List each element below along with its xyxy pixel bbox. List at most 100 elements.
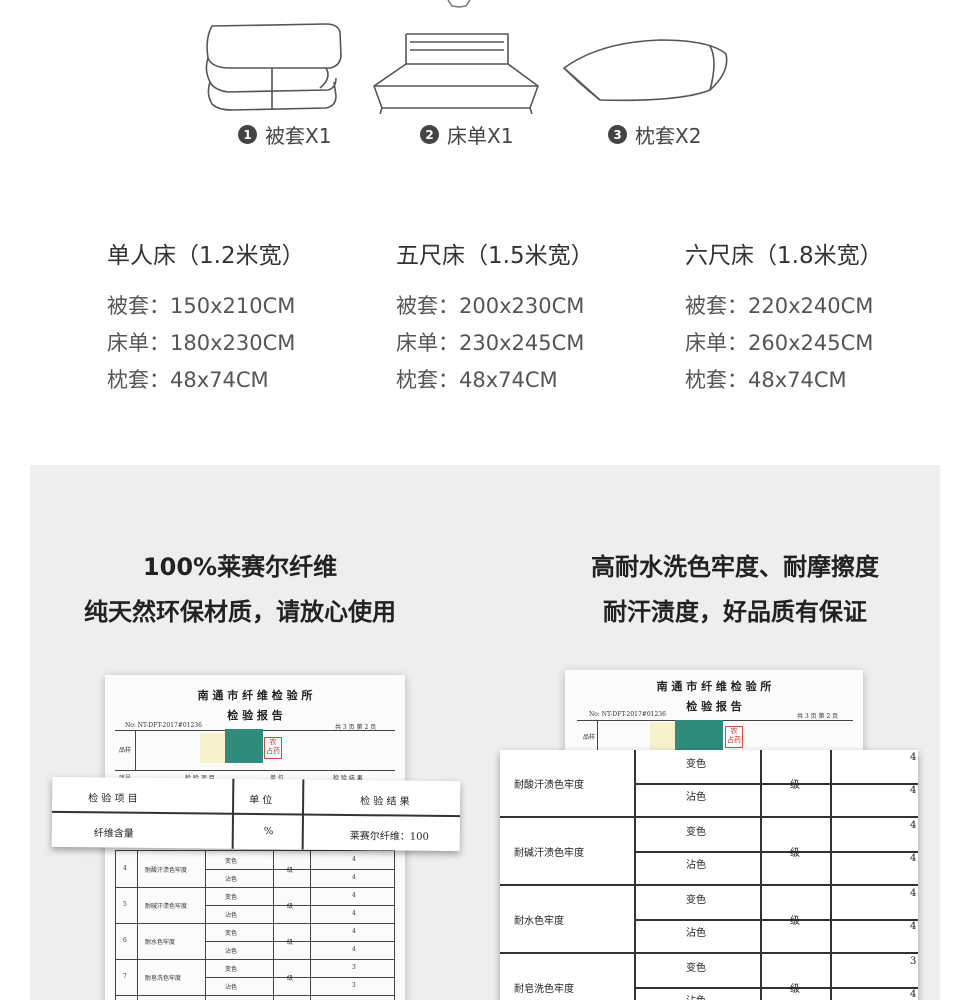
report-title: 检 验 报 告	[686, 700, 742, 713]
row-divider	[634, 987, 918, 989]
fastness-value: 4	[910, 853, 917, 864]
report-page: 共 3 页 第 2 页	[335, 724, 377, 731]
report-value: 3	[352, 982, 356, 989]
fabric-sample	[225, 729, 263, 763]
claim-line: 耐汗渍度，好品质有保证	[603, 598, 867, 626]
row-divider	[115, 887, 395, 888]
set-item-duvet: 1 被套X1	[238, 120, 331, 149]
row-divider	[634, 851, 918, 853]
report-institute: 南 通 市 纤 维 检 验 所	[656, 680, 772, 693]
report-item: 耐碱汗渍色牢度	[145, 903, 188, 910]
report-title: 检 验 报 告	[227, 709, 283, 722]
report-value: 4	[352, 874, 356, 881]
fastness-value: 4	[910, 752, 917, 763]
test-report-section: 100%莱赛尔纤维 纯天然环保材质，请放心使用 高耐水洗色牢度、耐摩擦度 耐汗渍…	[30, 465, 940, 1000]
fastness-value: 3	[910, 956, 917, 967]
size-duvet: 被套：220x240CM	[685, 294, 874, 318]
claim-line: 纯天然环保材质，请放心使用	[84, 598, 396, 626]
fastness-unit: 级	[790, 916, 800, 927]
fastness-value: 4	[910, 989, 917, 1000]
strip-col-result: 检 验 结 果	[360, 796, 410, 808]
number-badge: 2	[420, 125, 439, 144]
report-sub-item: 沾色	[225, 984, 238, 991]
report-unit: 级	[287, 939, 294, 946]
report-item: 耐水色牢度	[145, 939, 176, 946]
fastness-sub-item: 沾色	[686, 928, 706, 939]
row-divider	[115, 959, 395, 960]
sample-label: 品样	[119, 747, 132, 754]
row-divider	[205, 869, 395, 870]
report-seq: 5	[123, 901, 127, 908]
report-item: 耐酸汗渍色牢度	[145, 867, 188, 874]
hanger-icon	[447, 0, 471, 8]
size-sheet: 床单：230x245CM	[396, 331, 585, 355]
fastness-unit: 级	[790, 780, 800, 791]
size-pillowcase: 枕套：48x74CM	[396, 368, 558, 392]
col-divider	[310, 851, 311, 1000]
report-strip-left: 检 验 项 目 单 位 检 验 结 果 纤维含量 % 莱赛尔纤维：100	[51, 776, 461, 852]
duvet-cover-icon	[205, 23, 342, 111]
fastness-item: 耐酸汗渍色牢度	[514, 780, 584, 791]
size-column-5ft: 五尺床（1.5米宽） 被套：200x230CM 床单：230x245CM 枕套：…	[396, 236, 656, 399]
report-sub-item: 变色	[225, 966, 238, 973]
size-title: 六尺床（1.8米宽）	[685, 243, 883, 269]
fastness-sub-item: 沾色	[686, 992, 706, 1000]
set-item-pillowcase: 3 枕套X2	[608, 120, 701, 149]
report-seq: 6	[123, 937, 127, 944]
stamp-icon: 农 占药	[264, 737, 282, 759]
report-sub-item: 变色	[225, 930, 238, 937]
fastness-item: 耐碱汗渍色牢度	[514, 848, 584, 859]
row-divider	[205, 905, 395, 906]
fastness-item: 耐水色牢度	[514, 916, 564, 927]
row-divider	[205, 941, 395, 942]
row-divider	[115, 995, 395, 996]
fastness-sub-item: 变色	[686, 963, 706, 974]
fastness-sub-item: 变色	[686, 895, 706, 906]
fastness-unit: 级	[790, 984, 800, 995]
report-page: 共 3 页 第 2 页	[797, 713, 839, 720]
size-sheet: 床单：260x245CM	[685, 331, 874, 355]
fastness-value: 4	[910, 785, 917, 796]
fastness-value: 4	[910, 888, 917, 899]
col-divider	[634, 750, 636, 1000]
report-value: 4	[352, 892, 356, 899]
claim-line: 高耐水洗色牢度、耐摩擦度	[591, 553, 879, 581]
row-divider	[634, 783, 918, 785]
report-sub-item: 沾色	[225, 912, 238, 919]
row-divider	[205, 977, 395, 978]
size-sheet: 床单：180x230CM	[107, 331, 296, 355]
col-divider	[760, 750, 762, 1000]
report-number: No: NT-DFT-2017#01236	[589, 711, 666, 718]
col-divider	[830, 750, 832, 1000]
report-unit: 级	[287, 903, 294, 910]
claim-right: 高耐水洗色牢度、耐摩擦度 耐汗渍度，好品质有保证	[535, 545, 935, 635]
fastness-value: 4	[910, 921, 917, 932]
size-title: 单人床（1.2米宽）	[107, 243, 305, 269]
col-divider	[137, 851, 138, 1000]
pillowcase-icon	[563, 39, 728, 102]
fastness-value: 4	[910, 820, 917, 831]
col-divider	[273, 851, 274, 1000]
size-title: 五尺床（1.5米宽）	[396, 243, 594, 269]
row-divider	[500, 952, 918, 954]
number-badge: 3	[608, 125, 627, 144]
fastness-sub-item: 沾色	[686, 860, 706, 871]
size-column-6ft: 六尺床（1.8米宽） 被套：220x240CM 床单：260x245CM 枕套：…	[685, 236, 945, 399]
report-unit: 级	[287, 867, 294, 874]
report-item: 耐皂洗色牢度	[145, 975, 182, 982]
set-item-sheet: 2 床单X1	[420, 120, 513, 149]
report-value: 4	[352, 946, 356, 953]
size-duvet: 被套：200x230CM	[396, 294, 585, 318]
strip-result: 莱赛尔纤维：100	[349, 830, 429, 843]
col-divider	[394, 851, 395, 1000]
claim-line: 100%莱赛尔纤维	[142, 553, 338, 581]
fastness-unit: 级	[790, 848, 800, 859]
size-duvet: 被套：150x210CM	[107, 294, 296, 318]
row-divider	[634, 919, 918, 921]
report-value: 4	[352, 910, 356, 917]
size-pillowcase: 枕套：48x74CM	[107, 368, 269, 392]
fabric-sample	[675, 720, 723, 750]
